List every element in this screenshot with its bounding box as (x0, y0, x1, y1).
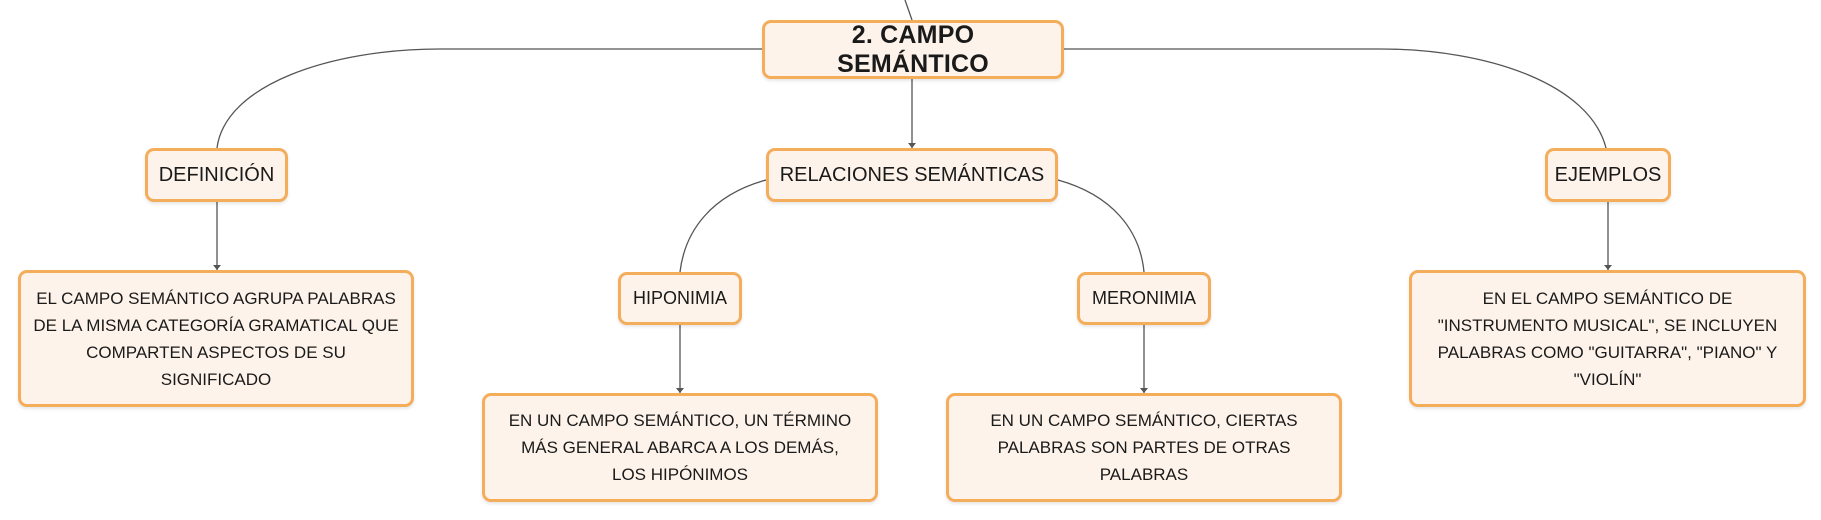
node-relaciones-semanticas[interactable]: RELACIONES SEMÁNTICAS (766, 148, 1058, 202)
connector-root-to-definicion (216, 48, 762, 149)
connector-relaciones-to-meronimia (1057, 179, 1145, 273)
ejemplos-text: EN EL CAMPO SEMÁNTICO DE "INSTRUMENTO MU… (1437, 288, 1778, 389)
arrow-tip-definicion-text (213, 265, 221, 270)
node-hiponimia-text[interactable]: EN UN CAMPO SEMÁNTICO, UN TÉRMINO MÁS GE… (482, 393, 878, 502)
connector-parent-to-root (904, 0, 913, 21)
arrow-tip-relaciones (908, 143, 916, 148)
hiponimia-text: EN UN CAMPO SEMÁNTICO, UN TÉRMINO MÁS GE… (508, 411, 852, 484)
hiponimia-label: HIPONIMIA (632, 288, 727, 308)
definicion-text: EL CAMPO SEMÁNTICO AGRUPA PALABRAS DE LA… (33, 288, 399, 389)
node-definicion-text[interactable]: EL CAMPO SEMÁNTICO AGRUPA PALABRAS DE LA… (18, 270, 414, 407)
node-meronimia[interactable]: MERONIMIA (1077, 272, 1211, 325)
arrow-tip-ejemplos-text (1604, 265, 1612, 270)
meronimia-text: EN UN CAMPO SEMÁNTICO, CIERTAS PALABRAS … (990, 411, 1298, 484)
node-ejemplos[interactable]: EJEMPLOS (1545, 148, 1671, 202)
arrow-tip-meronimia-text (1140, 388, 1148, 393)
node-ejemplos-text[interactable]: EN EL CAMPO SEMÁNTICO DE "INSTRUMENTO MU… (1409, 270, 1806, 407)
node-definicion[interactable]: DEFINICIÓN (145, 148, 288, 202)
meronimia-label: MERONIMIA (1091, 288, 1196, 308)
root-label: 2. CAMPO SEMÁNTICO (837, 20, 989, 78)
definicion-label: DEFINICIÓN (158, 163, 275, 186)
connector-root-to-ejemplos (1064, 48, 1607, 149)
node-meronimia-text[interactable]: EN UN CAMPO SEMÁNTICO, CIERTAS PALABRAS … (946, 393, 1342, 502)
root-node-campo-semantico[interactable]: 2. CAMPO SEMÁNTICO (762, 20, 1064, 79)
relaciones-label: RELACIONES SEMÁNTICAS (779, 163, 1045, 186)
node-hiponimia[interactable]: HIPONIMIA (618, 272, 742, 325)
ejemplos-label: EJEMPLOS (1554, 163, 1662, 186)
arrow-tip-hiponimia-text (676, 388, 684, 393)
connector-relaciones-to-hiponimia (679, 179, 767, 273)
